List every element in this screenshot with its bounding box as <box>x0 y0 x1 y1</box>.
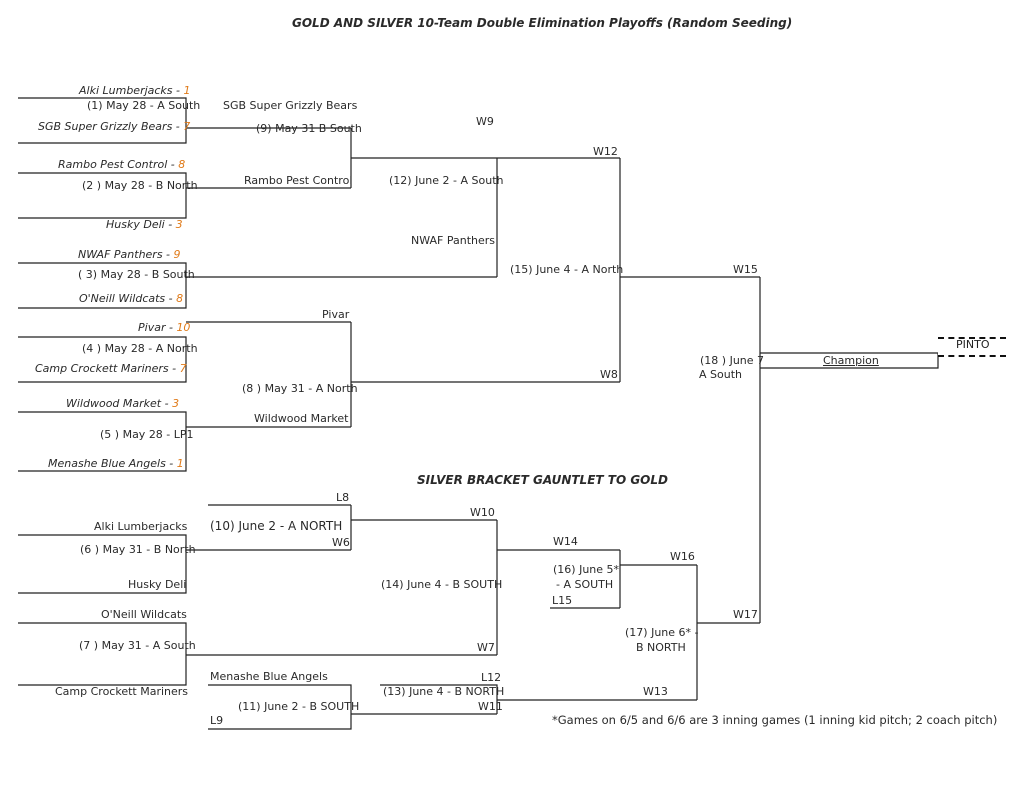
game-18-label-b: A South <box>699 368 742 381</box>
champion-label: Champion <box>823 354 879 367</box>
game-6-lines <box>18 534 208 594</box>
game-15-winner: W15 <box>733 263 758 276</box>
game-16-label-b: - A SOUTH <box>556 578 614 591</box>
game-10-winner: W10 <box>470 506 495 519</box>
game-3-team-a: NWAF Panthers - 9 <box>78 248 181 261</box>
game-5-team-b: Menashe Blue Angels - 1 <box>48 457 184 470</box>
game-12-bottom: NWAF Panthers <box>411 234 496 247</box>
champion-box <box>938 337 1006 357</box>
game-17-lines <box>696 565 760 700</box>
game-7-winner: W7 <box>477 641 495 654</box>
game-4-team-b: Camp Crockett Mariners - 7 <box>35 362 187 375</box>
game-17-winner: W17 <box>733 608 758 621</box>
game-14-lines <box>496 520 620 655</box>
game-18-lines <box>759 277 939 623</box>
game-8-bottom: Wildwood Market <box>254 412 349 425</box>
game-9-bottom: Rambo Pest Control <box>244 174 353 187</box>
game-7-lines <box>18 622 497 686</box>
game-18-label-a: (18 ) June 7 <box>700 354 765 367</box>
game-8-label: (8 ) May 31 - A North <box>242 382 358 395</box>
game-12-label: (12) June 2 - A South <box>389 174 504 187</box>
game-4-team-a: Pivar - 10 <box>138 321 191 334</box>
game-10-lines <box>208 504 497 551</box>
game-17-label-a: (17) June 6* - <box>625 626 699 639</box>
champion-winner: PINTO <box>956 338 990 351</box>
game-7-top: O'Neill Wildcats <box>101 608 187 621</box>
game-8-lines <box>350 322 620 427</box>
game-11-winner: W11 <box>478 700 503 713</box>
game-6-bottom: Husky Deli <box>128 578 187 591</box>
game-1-team-b: SGB Super Grizzly Bears - 7 <box>38 120 191 133</box>
footnote: *Games on 6/5 and 6/6 are 3 inning games… <box>552 713 998 727</box>
game-13-label: (13) June 4 - B NORTH <box>383 685 505 698</box>
game-9-label: (9) May 31 B South <box>256 122 362 135</box>
game-3-lines <box>18 262 497 309</box>
game-3-label: ( 3) May 28 - B South <box>78 268 195 281</box>
game-2-team-a: Rambo Pest Control - 8 <box>58 158 186 171</box>
game-8-winner: W8 <box>600 368 618 381</box>
page-title: GOLD AND SILVER 10-Team Double Eliminati… <box>292 16 793 30</box>
game-17-label-b: B NORTH <box>636 641 686 654</box>
game-13-top: L12 <box>481 671 502 684</box>
game-16-label-a: (16) June 5* <box>553 563 620 576</box>
game-1-lines <box>18 97 351 144</box>
game-10-top: L8 <box>336 491 350 504</box>
game-5-label: (5 ) May 28 - LP1 <box>100 428 194 441</box>
game-2-label: (2 ) May 28 - B North <box>82 179 198 192</box>
game-14-winner: W14 <box>553 535 578 548</box>
game-10-label: (10) June 2 - A NORTH <box>210 519 343 533</box>
game-14-label: (14) June 4 - B SOUTH <box>381 578 503 591</box>
game-7-label: (7 ) May 31 - A South <box>79 639 196 652</box>
game-5-team-a: Wildwood Market - 3 <box>66 397 180 410</box>
game-16-lines <box>550 550 697 609</box>
game-3-team-b: O'Neill Wildcats - 8 <box>79 292 184 305</box>
game-5-lines <box>18 411 351 472</box>
game-11-label: (11) June 2 - B SOUTH <box>238 700 360 713</box>
game-9-top: SGB Super Grizzly Bears <box>223 99 358 112</box>
game-11-bottom: L9 <box>210 714 224 727</box>
game-11-lines <box>208 684 497 730</box>
game-11-top: Menashe Blue Angels <box>210 670 328 683</box>
game-6-top: Alki Lumberjacks <box>94 520 188 533</box>
game-2-lines <box>18 172 351 219</box>
game-9-winner: W9 <box>476 115 494 128</box>
game-16-winner: W16 <box>670 550 695 563</box>
game-1-team-a: Alki Lumberjacks - 1 <box>79 84 191 97</box>
silver-bracket-heading: SILVER BRACKET GAUNTLET TO GOLD <box>417 473 668 487</box>
game-10-bottom: W6 <box>332 536 350 549</box>
game-4-lines <box>18 321 351 383</box>
game-12-lines <box>496 157 620 277</box>
game-9-lines <box>350 128 497 188</box>
game-12-winner: W12 <box>593 145 618 158</box>
game-7-bottom: Camp Crockett Mariners <box>55 685 189 698</box>
game-15-lines <box>619 158 760 382</box>
game-6-label: (6 ) May 31 - B North <box>80 543 196 556</box>
game-16-bottom: L15 <box>552 594 573 607</box>
game-13-winner: W13 <box>643 685 668 698</box>
game-2-team-b: Husky Deli - 3 <box>106 218 183 231</box>
game-4-label: (4 ) May 28 - A North <box>82 342 198 355</box>
game-15-label: (15) June 4 - A North <box>510 263 624 276</box>
game-1-label: (1) May 28 - A South <box>87 99 201 112</box>
game-8-top: Pivar <box>322 308 350 321</box>
game-13-lines <box>380 684 697 714</box>
